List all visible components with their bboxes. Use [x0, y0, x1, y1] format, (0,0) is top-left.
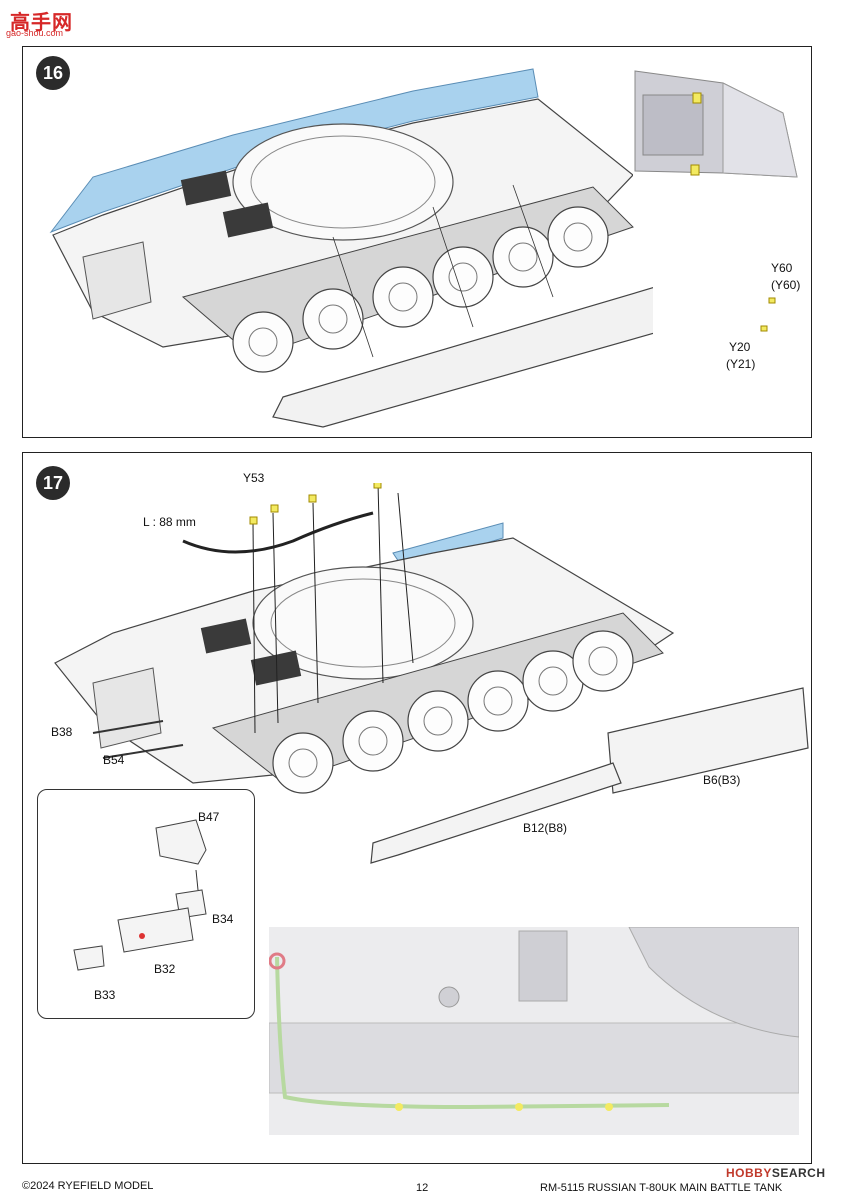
hobbysearch-suffix: SEARCH [771, 1166, 826, 1180]
photo-render [269, 927, 799, 1135]
label-b54: B54 [103, 753, 125, 767]
label-b38: B38 [51, 725, 73, 739]
tank-hull-illustration-16 [49, 68, 653, 428]
detail-inset-16 [633, 65, 803, 183]
tank-hull-illustration-17 [54, 483, 809, 864]
footer-copyright: ©2024 RYEFIELD MODEL [22, 1180, 154, 1192]
hobbysearch-prefix: HOBBY [726, 1166, 772, 1180]
label-y53: Y53 [243, 471, 265, 485]
footer-page-number: 12 [416, 1182, 429, 1194]
reference-photo [269, 927, 799, 1135]
small-parts-y [760, 297, 776, 332]
step-17-panel: 17 Y53 L : 88 mm [22, 452, 812, 1164]
hobbysearch-watermark: HOBBYSEARCH [726, 1166, 826, 1180]
label-b33: B33 [94, 988, 116, 1002]
sub-assembly-illustration [73, 819, 207, 971]
label-cable-length: L : 88 mm [143, 515, 196, 529]
watermark-url: gao-shou.com [6, 28, 64, 38]
label-b12: B12(B8) [523, 821, 568, 835]
watermark-text: 高手网 [10, 12, 73, 34]
label-y60-alt: (Y60) [771, 278, 801, 292]
watermark-logo: 高手网 gao-shou.com [4, 4, 74, 42]
label-b34: B34 [212, 912, 234, 926]
step-16-badge: 16 [36, 56, 70, 90]
label-b32: B32 [154, 962, 176, 976]
label-y20: Y20 [729, 340, 751, 354]
label-y60: Y60 [771, 261, 793, 275]
label-y21-alt: (Y21) [726, 357, 756, 371]
step-17-badge: 17 [36, 466, 70, 500]
footer-product: RM-5115 RUSSIAN T-80UK MAIN BATTLE TANK [540, 1182, 783, 1194]
label-b47: B47 [198, 810, 220, 824]
step-16-panel: 16 [22, 46, 812, 438]
sub-assembly-inset: B47 B34 B32 B33 [37, 789, 255, 1019]
label-b6: B6(B3) [703, 773, 741, 787]
